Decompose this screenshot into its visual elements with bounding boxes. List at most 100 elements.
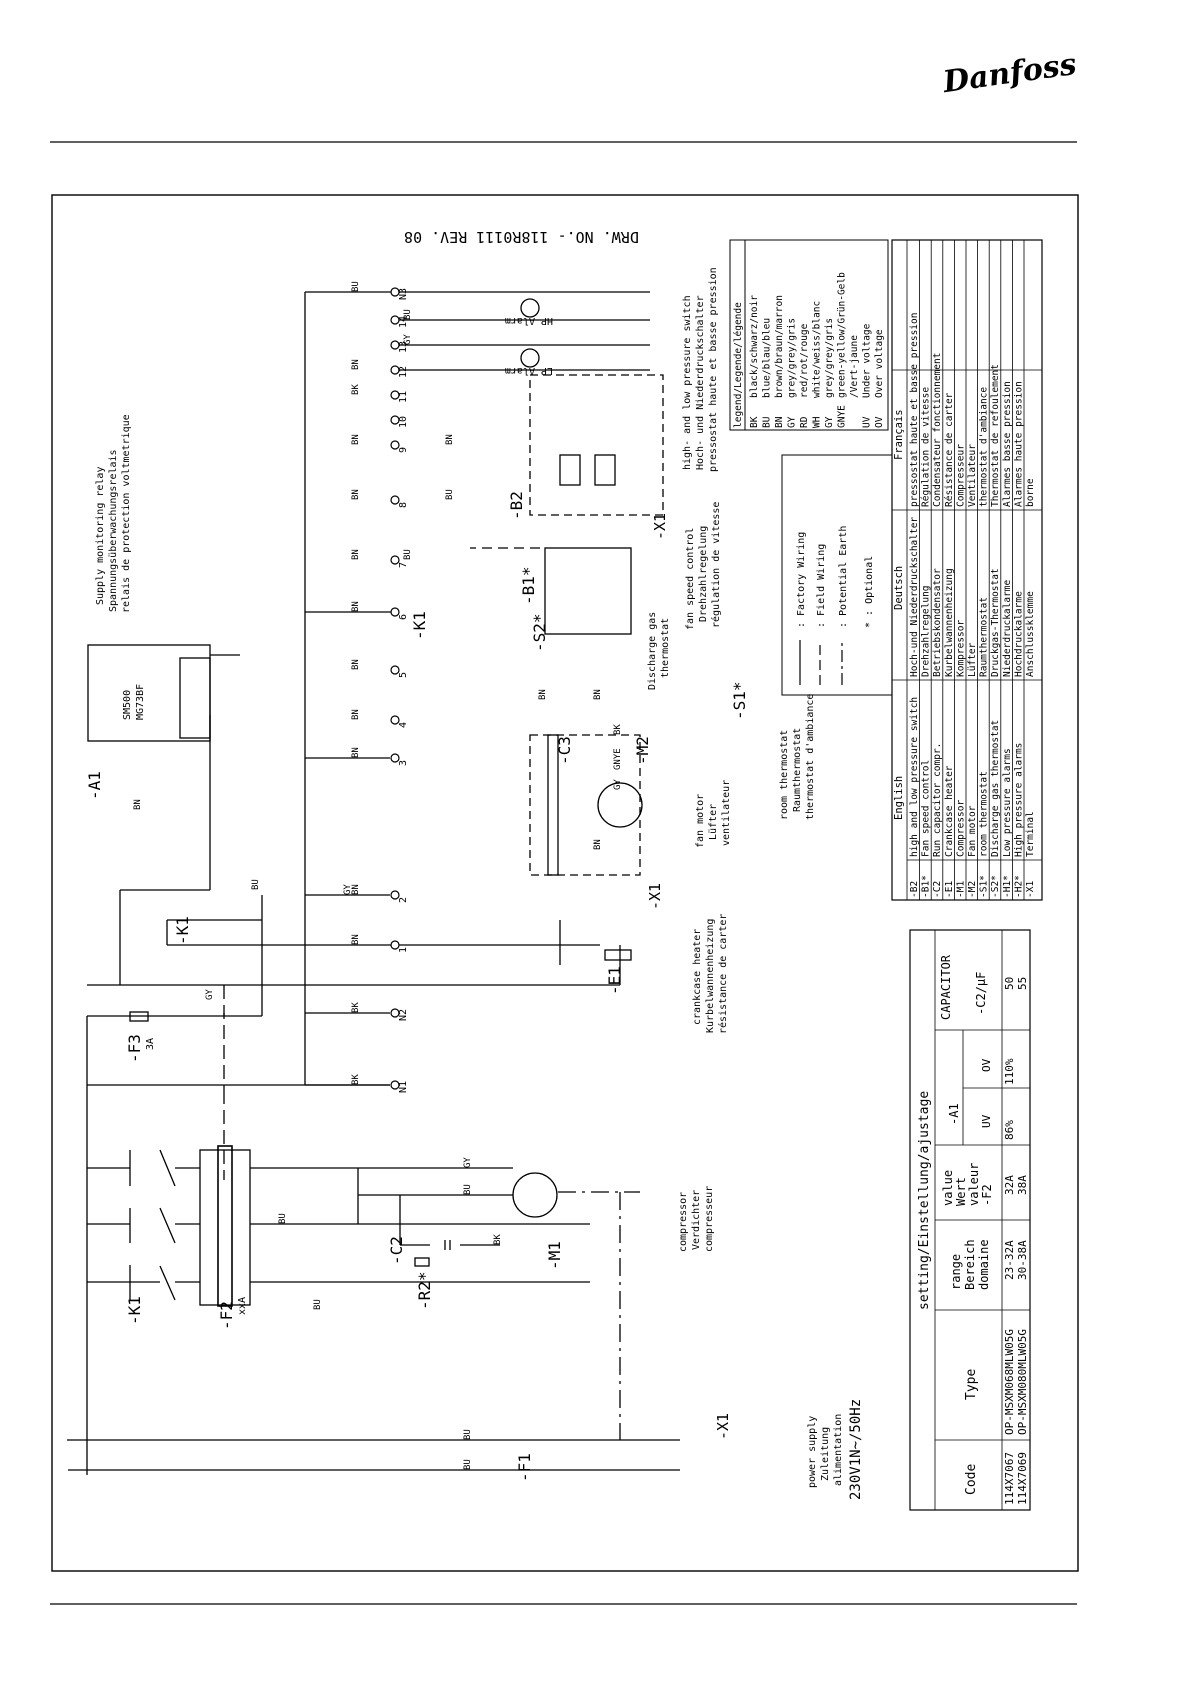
component-deutsch: Raumthermostat [979, 597, 990, 677]
line-style-legend: : Factory Wiring: Field Wiring: Potentia… [781, 454, 893, 696]
settings-capacitor: 50 [1003, 977, 1016, 990]
label-f2-rating: xxA [237, 1297, 248, 1315]
wire-color-label: BK [351, 1074, 361, 1085]
label-x1-power: -X1 [714, 1413, 732, 1440]
drawing-frame [51, 194, 1079, 1572]
color-legend-title: legend/Legende/légende [733, 302, 744, 428]
settings-range: 30-38A [1016, 1240, 1029, 1280]
color-meaning: grey/grey/gris [824, 318, 835, 398]
wire-color-label: BN [351, 601, 361, 612]
caption-discharge-gas: Discharge gas thermostat [647, 612, 671, 690]
wire-color-label: BN [351, 934, 361, 945]
component-deutsch: Druckgas-Thermostat [990, 568, 1001, 677]
svg-text:Supply monitoring relay: Supply monitoring relay [95, 467, 106, 605]
wire-color-label: BU [403, 549, 413, 560]
label-m1: -M1 [545, 1241, 564, 1270]
svg-text:thermostat: thermostat [660, 618, 671, 678]
wire-color-label: BU [251, 879, 261, 890]
caption-fan-motor: fan motor Lüfter ventilateur [695, 780, 732, 848]
component-francais: Résistance de carter [944, 392, 955, 507]
component-english: Crankcase heater [944, 765, 955, 857]
label-e1: -E1 [605, 966, 624, 995]
label-r2: -R2* [415, 1271, 434, 1310]
settings-col-a1: -A1 [947, 1103, 961, 1125]
settings-col-value: value [941, 1170, 955, 1206]
component-deutsch: Betriebskondensator [932, 568, 943, 677]
wire-color-label: BN [538, 689, 548, 700]
component-code: -H1* [1002, 875, 1013, 898]
label-f3: -F3 [125, 1034, 144, 1063]
settings-type: OP-MSXM080MLW05G [1016, 1329, 1029, 1435]
component-francais: Compresseur [955, 444, 966, 507]
svg-text:Lüfter: Lüfter [708, 804, 719, 840]
terminal-number: 11 [398, 391, 409, 403]
schematic-labels: DRW. NO.- 118R0111 REV. 08 -F1 -X1 -K1 -… [85, 228, 864, 1500]
color-meaning: Under voltage [862, 323, 873, 398]
terminal [390, 315, 400, 325]
svg-text:crankcase heater: crankcase heater [692, 929, 703, 1025]
settings-col-code: Code [964, 1464, 979, 1495]
wire-color-label: BN [593, 839, 603, 850]
label-x1-b2: -X1 [651, 513, 669, 540]
component-code: -M2 [967, 881, 978, 898]
hp-alarm-label: HP Alarm [505, 315, 553, 326]
terminal [390, 555, 400, 565]
danfoss-logo: Danfoss [940, 47, 1079, 100]
wire-color-label: BN [351, 747, 361, 758]
svg-text:alimentation: alimentation [833, 1414, 844, 1486]
settings-col-range: domaine [977, 1239, 991, 1290]
line-style-legend-item: : Field Wiring [816, 544, 827, 628]
label-s1: -S1* [730, 681, 749, 720]
wire-color-label: BN [351, 489, 361, 500]
terminal [390, 440, 400, 450]
terminal [390, 495, 400, 505]
label-s2: -S2* [530, 613, 549, 652]
component-code: -S2* [990, 875, 1001, 898]
terminal [390, 607, 400, 617]
terminal [390, 940, 400, 950]
caption-supply-monitoring: Supply monitoring relay Spannungsüberwac… [95, 414, 132, 613]
component-code: -X1 [1025, 881, 1036, 898]
label-k1-aux: -K1 [173, 916, 192, 945]
caption-hilo-switch: high- and low pressure switch Hoch- und … [682, 267, 719, 472]
component-deutsch: Drehzahlregelung [921, 585, 932, 677]
wire-color-label: BN [593, 689, 603, 700]
terminal-number: 8 [398, 502, 409, 508]
color-code: GNYE [837, 405, 848, 428]
terminal-number: 1 [398, 947, 409, 953]
component-deutsch: Kurbelwannenheizung [944, 568, 955, 677]
component-deutsch: Niederdruckalarme [1002, 579, 1013, 677]
wire-color-label: BU [278, 1213, 288, 1224]
wire-color-label: BU [463, 1184, 473, 1195]
caption-compressor: compressor Verdichter compresseur [678, 1186, 715, 1252]
settings-col-range: Bereich [963, 1239, 977, 1290]
svg-text:Drehzahlregelung: Drehzahlregelung [698, 526, 709, 622]
caption-fan-speed: fan speed control Drehzahlregelung régul… [685, 502, 722, 630]
component-francais: Régulation de vitesse [921, 387, 932, 507]
terminal-number: N1 [398, 1081, 409, 1093]
label-f3-rating: 3A [145, 1038, 156, 1050]
color-meaning: /Vert-jaune [849, 335, 860, 398]
settings-col-value: valeur [967, 1163, 981, 1206]
wire-color-label: GY [343, 884, 353, 895]
color-meaning: black/schwarz/noir [749, 295, 760, 398]
component-english: Terminal [1025, 811, 1036, 857]
settings-title: setting/Einstellung/ajustage [917, 1091, 932, 1310]
component-code: -C2 [932, 881, 943, 898]
label-x1-fan: -X1 [646, 883, 664, 910]
terminal [390, 1080, 400, 1090]
component-francais: borne [1025, 478, 1036, 507]
settings-range: 23-32A [1003, 1240, 1016, 1280]
terminal [390, 753, 400, 763]
component-english: Discharge gas thermostat [990, 720, 1001, 857]
wire-color-label: BN [351, 659, 361, 670]
drawing-number: DRW. NO.- 118R0111 REV. 08 [404, 228, 639, 246]
wire-color-label: GY [613, 779, 623, 790]
wire-color-label: GY [403, 334, 413, 345]
component-deutsch: Hochdruckalarme [1013, 591, 1024, 677]
capacitor-header: CAPACITOR [939, 954, 953, 1020]
settings-col-range: range [949, 1254, 963, 1290]
terminal-number: N2 [398, 1009, 409, 1021]
svg-text:fan motor: fan motor [695, 794, 706, 848]
terminal [390, 390, 400, 400]
